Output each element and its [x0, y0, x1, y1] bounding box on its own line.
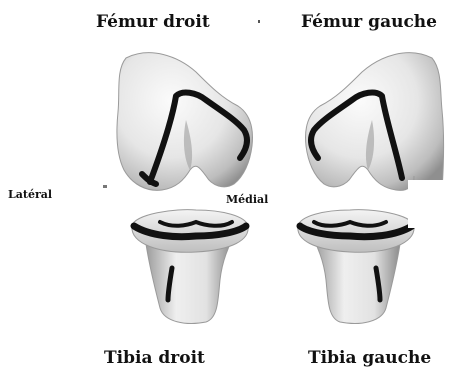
label-femur-right: Fémur droit — [96, 14, 210, 31]
label-lateral: Latéral — [8, 189, 52, 200]
label-medial: Médial — [226, 194, 268, 205]
stray-mark-top — [258, 20, 260, 23]
tibia-left — [298, 208, 457, 323]
stray-mark-left — [103, 185, 107, 188]
label-tibia-left: Tibia gauche — [308, 350, 431, 367]
femur-left — [306, 53, 457, 202]
tibia-left-crop-mask — [408, 208, 457, 228]
femur-right — [117, 53, 253, 191]
label-tibia-right: Tibia droit — [104, 350, 205, 367]
femur-left-crop-mask — [408, 180, 457, 202]
tibia-right — [132, 210, 248, 324]
label-femur-left: Fémur gauche — [301, 14, 437, 31]
